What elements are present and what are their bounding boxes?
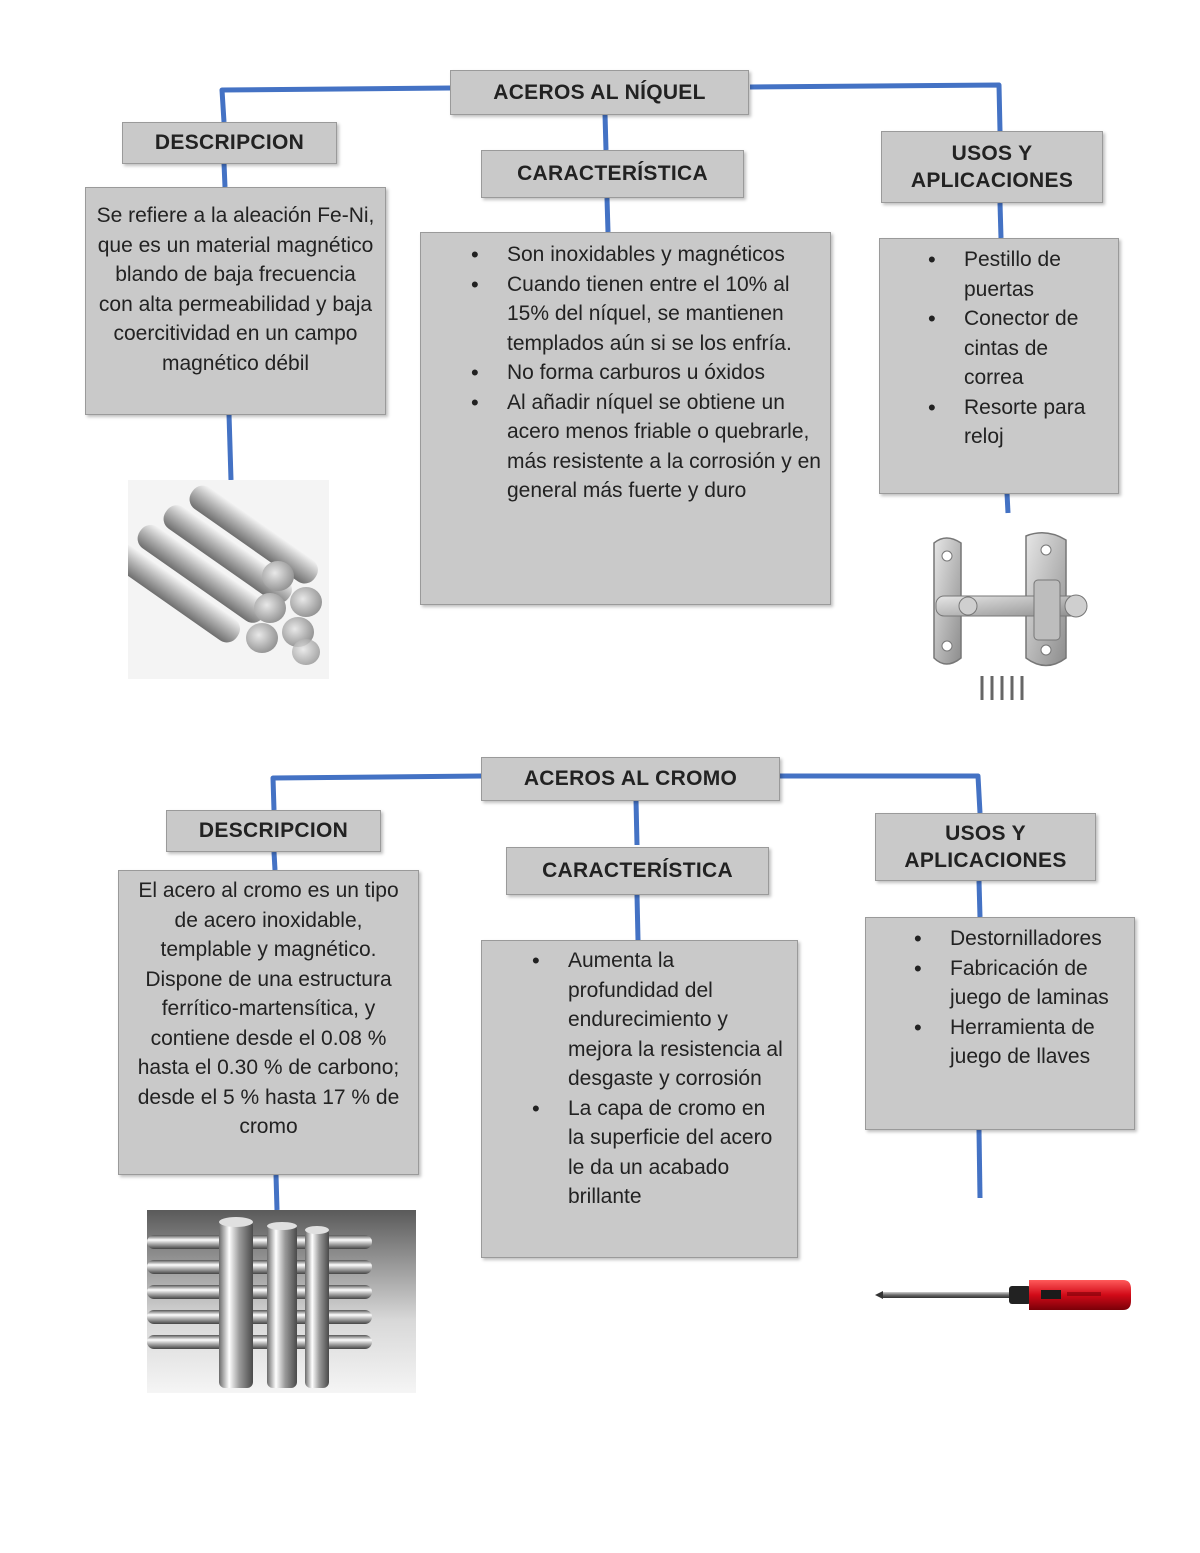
diagram-title: ACEROS AL NÍQUEL bbox=[450, 70, 749, 115]
caracteristica-label: CARACTERÍSTICA bbox=[506, 847, 769, 895]
descripcion-label: DESCRIPCION bbox=[166, 810, 381, 852]
list-item: Aumenta la profundidad del endurecimient… bbox=[482, 946, 785, 1094]
door-latch-image bbox=[916, 528, 1096, 706]
caracteristica-label: CARACTERÍSTICA bbox=[481, 150, 744, 198]
list-item: Son inoxidables y magnéticos bbox=[421, 240, 822, 270]
list-item: Destornilladores bbox=[866, 924, 1124, 954]
list-item: Herramienta de juego de llaves bbox=[866, 1013, 1124, 1072]
descripcion-label: DESCRIPCION bbox=[122, 122, 337, 164]
usos-box: Pestillo de puertas Conector de cintas d… bbox=[879, 238, 1119, 494]
usos-label: USOS Y APLICACIONES bbox=[875, 813, 1096, 881]
chrome-bars-image bbox=[147, 1210, 416, 1393]
list-item: La capa de cromo en la superficie del ac… bbox=[482, 1094, 785, 1212]
diagram-title: ACEROS AL CROMO bbox=[481, 757, 780, 801]
caracteristica-box: Son inoxidables y magnéticos Cuando tien… bbox=[420, 232, 831, 605]
usos-label: USOS Y APLICACIONES bbox=[881, 131, 1103, 203]
usos-list: Destornilladores Fabricación de juego de… bbox=[866, 924, 1134, 1072]
usos-list: Pestillo de puertas Conector de cintas d… bbox=[880, 245, 1118, 452]
list-item: Al añadir níquel se obtiene un acero men… bbox=[421, 388, 822, 506]
descripcion-text: Se refiere a la aleación Fe-Ni, que es u… bbox=[85, 187, 386, 415]
caracteristica-list: Son inoxidables y magnéticos Cuando tien… bbox=[421, 240, 830, 506]
steel-bars-image bbox=[128, 480, 329, 679]
usos-box: Destornilladores Fabricación de juego de… bbox=[865, 917, 1135, 1130]
descripcion-text: El acero al cromo es un tipo de acero in… bbox=[118, 870, 419, 1175]
list-item: Resorte para reloj bbox=[880, 393, 1104, 452]
caracteristica-list: Aumenta la profundidad del endurecimient… bbox=[482, 946, 797, 1212]
list-item: Cuando tienen entre el 10% al 15% del ní… bbox=[421, 270, 822, 359]
caracteristica-box: Aumenta la profundidad del endurecimient… bbox=[481, 940, 798, 1258]
list-item: No forma carburos u óxidos bbox=[421, 358, 822, 388]
list-item: Pestillo de puertas bbox=[880, 245, 1104, 304]
list-item: Conector de cintas de correa bbox=[880, 304, 1104, 393]
list-item: Fabricación de juego de laminas bbox=[866, 954, 1124, 1013]
screwdriver-image bbox=[875, 1280, 1131, 1310]
